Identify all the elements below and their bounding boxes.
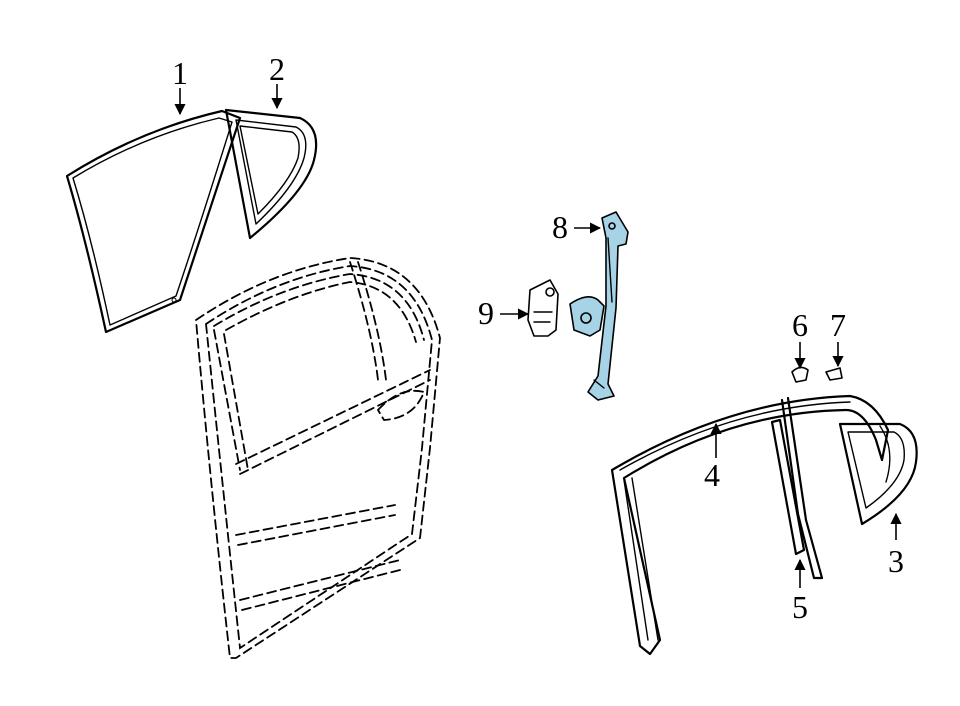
- door-shell: [195, 257, 441, 659]
- part-8-window-regulator[interactable]: [569, 211, 629, 401]
- callout-9: 9: [478, 295, 494, 331]
- leader-lines: [174, 84, 902, 588]
- callout-6: 6: [792, 307, 808, 343]
- callout-5: 5: [792, 589, 808, 625]
- part-6-clip[interactable]: [791, 366, 809, 383]
- part-3-quarter-seal[interactable]: [838, 422, 918, 526]
- callout-3: 3: [888, 543, 904, 579]
- part-9-regulator-motor[interactable]: [527, 279, 559, 337]
- part-4-run-channel[interactable]: [610, 394, 890, 656]
- part-2-quarter-glass[interactable]: [224, 108, 318, 240]
- part-1-door-glass[interactable]: [65, 109, 242, 334]
- part-7-clip[interactable]: [825, 367, 843, 381]
- callout-1: 1: [172, 55, 188, 91]
- callout-8: 8: [552, 209, 568, 245]
- part-5-channel-strip[interactable]: [770, 418, 806, 556]
- callout-4: 4: [704, 457, 720, 493]
- callout-7: 7: [830, 307, 846, 343]
- callout-2: 2: [269, 51, 285, 87]
